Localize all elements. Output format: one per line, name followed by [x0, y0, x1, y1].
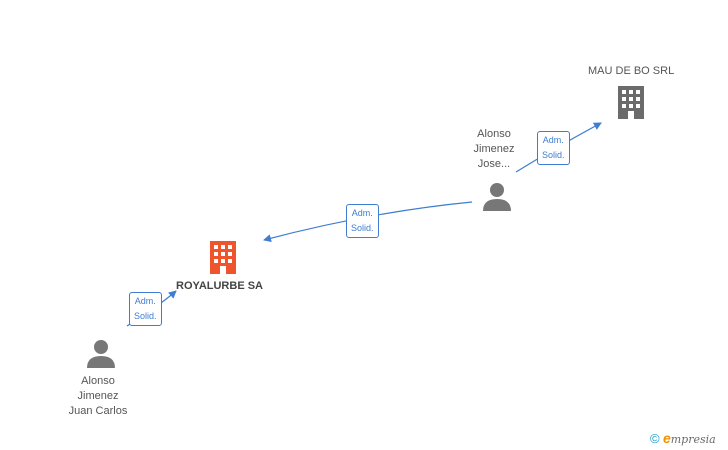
copyright-symbol: ©	[650, 431, 660, 446]
brand-logo-initial: e	[662, 430, 671, 446]
company-label-royalurbe[interactable]: ROYALURBE SA	[176, 280, 263, 292]
edge-label-jose-royalurbe[interactable]: Adm. Solid.	[346, 204, 379, 238]
person-label-alonso-juan[interactable]: Alonso Jimenez Juan Carlos	[68, 375, 128, 417]
edge-label-jose-mau[interactable]: Adm. Solid.	[537, 131, 570, 165]
building-icon[interactable]	[615, 85, 647, 119]
edge-label-juan-royalurbe[interactable]: Adm. Solid.	[129, 292, 162, 326]
person-icon[interactable]	[482, 182, 512, 212]
person-label-alonso-jose[interactable]: Alonso Jimenez Jose...	[473, 128, 515, 170]
building-icon[interactable]	[207, 240, 239, 274]
brand-footer: © empresia	[650, 430, 716, 446]
brand-logo-text: mpresia	[670, 433, 716, 446]
person-icon[interactable]	[86, 339, 116, 369]
company-label-mau[interactable]: MAU DE BO SRL	[588, 65, 675, 77]
